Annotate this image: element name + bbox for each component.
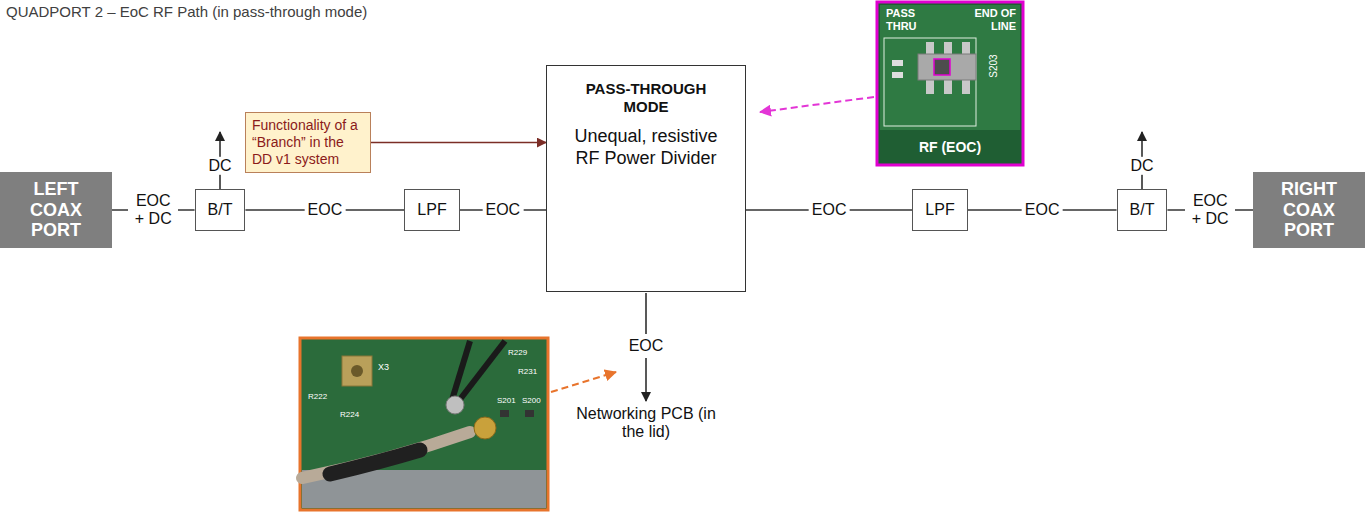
signal-label: EOC bbox=[626, 337, 667, 355]
node-label: LPF bbox=[925, 200, 954, 219]
silkscreen-text: RF (EOC) bbox=[919, 139, 981, 155]
black-wire bbox=[458, 341, 505, 402]
node-label: B/T bbox=[208, 200, 233, 219]
coax-cable bbox=[302, 432, 470, 478]
signal-wire bbox=[645, 293, 647, 334]
switch-photo bbox=[877, 2, 1023, 165]
photo-frame bbox=[877, 2, 1023, 165]
signal-label: EOC bbox=[809, 201, 850, 219]
signal-arrow bbox=[645, 358, 647, 401]
switch-pin bbox=[962, 42, 970, 54]
smd-part bbox=[500, 410, 509, 417]
filter-box: LPF bbox=[912, 189, 967, 230]
diagram-title: QUADPORT 2 – EoC RF Path (in pass-throug… bbox=[6, 3, 367, 20]
node-label: B/T bbox=[1130, 200, 1155, 219]
switch-pin bbox=[926, 42, 934, 54]
silkscreen-text: X3 bbox=[378, 362, 389, 372]
sma-connector bbox=[474, 417, 496, 439]
signal-label: EOC + DC bbox=[128, 192, 178, 227]
port-box: LEFT COAX PORT bbox=[0, 172, 112, 248]
switch-pin bbox=[944, 42, 952, 54]
silkscreen-text: S200 bbox=[522, 396, 541, 405]
smd-part bbox=[892, 60, 903, 66]
heat-shrink bbox=[330, 450, 420, 474]
text-group: RIGHT COAX PORT bbox=[1259, 179, 1359, 241]
silkscreen-text: S201 bbox=[497, 396, 516, 405]
photo-pointer bbox=[760, 97, 874, 112]
solder-lug bbox=[446, 396, 464, 414]
signal-label: EOC + DC bbox=[1185, 192, 1235, 227]
silkscreen-text: R222 bbox=[308, 392, 327, 401]
text-group: LEFT COAX PORT bbox=[6, 179, 106, 241]
filter-box: LPF bbox=[404, 189, 459, 230]
node-label: RIGHT COAX PORT bbox=[1259, 179, 1359, 241]
signal-label: DC bbox=[205, 157, 234, 175]
silk-outline bbox=[884, 38, 976, 126]
node-label: LEFT COAX PORT bbox=[6, 179, 106, 241]
connector-pad bbox=[342, 356, 372, 386]
bias-tee-box: B/T bbox=[195, 189, 246, 230]
signal-label: DC bbox=[1127, 157, 1156, 175]
slide-switch bbox=[918, 54, 976, 80]
connector-line bbox=[371, 142, 546, 144]
photo-pointer bbox=[551, 372, 616, 392]
silkscreen-text: PASS THRU bbox=[886, 7, 922, 32]
pcb-area bbox=[880, 5, 1020, 130]
photo-frame bbox=[300, 338, 548, 510]
silkscreen-text: S203 bbox=[988, 54, 1000, 77]
switch-pin bbox=[926, 80, 934, 94]
callout-note: Functionality of a “Branch” in the DD v1… bbox=[245, 112, 371, 173]
cable-photo bbox=[300, 338, 548, 510]
silkscreen-text: R231 bbox=[518, 367, 537, 376]
silkscreen-text: R224 bbox=[340, 410, 359, 419]
silkscreen-text: END OF LINE bbox=[970, 7, 1016, 32]
node-body: Unequal, resistive RF Power Divider bbox=[560, 126, 732, 170]
smd-part bbox=[892, 72, 903, 78]
node-label: Functionality of a “Branch” in the DD v1… bbox=[252, 117, 364, 168]
node-label: LPF bbox=[417, 200, 446, 219]
signal-label: EOC bbox=[1022, 201, 1063, 219]
smd-part bbox=[525, 410, 534, 417]
port-box: RIGHT COAX PORT bbox=[1253, 172, 1365, 248]
divider-box: PASS-THROUGH MODE Unequal, resistive RF P… bbox=[546, 65, 746, 292]
bias-tee-box: B/T bbox=[1117, 189, 1168, 230]
switch-knob bbox=[934, 59, 950, 75]
connector-hole bbox=[351, 365, 363, 377]
switch-pin bbox=[962, 80, 970, 94]
signal-label: EOC bbox=[482, 201, 523, 219]
node-label: PASS-THROUGH MODE bbox=[581, 80, 711, 116]
destination-label: Networking PCB (in the lid) bbox=[576, 405, 716, 442]
silkscreen-text: R229 bbox=[508, 348, 527, 357]
label-band bbox=[880, 132, 1020, 162]
signal-label: EOC bbox=[305, 201, 346, 219]
switch-pin bbox=[944, 80, 952, 94]
